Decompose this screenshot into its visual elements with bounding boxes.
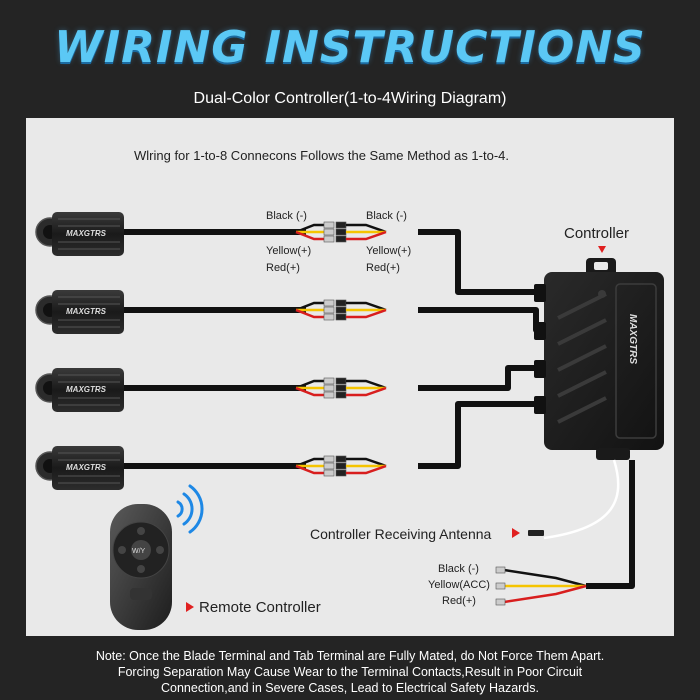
light-bar-1: MAXGTRS (35, 212, 124, 256)
light-bar-2: MAXGTRS (35, 290, 124, 334)
connector-group-3 (295, 377, 387, 399)
power-label-yellow: Yellow(ACC) (428, 579, 490, 591)
footer-note: Note: Once the Blade Terminal and Tab Te… (20, 648, 680, 696)
label-black-left: Black (-) (266, 210, 307, 222)
main-cables (118, 229, 546, 469)
remote-arrow (186, 602, 194, 612)
light-brand: MAXGTRS (66, 463, 107, 472)
wiring-diagram: Wlring for 1-to-8 Connecons Follows the … (35, 148, 664, 630)
cable-light-4-right (418, 401, 546, 469)
light-brand: MAXGTRS (66, 385, 107, 394)
controller-unit: MAXGTRS (534, 258, 664, 460)
light-brand: MAXGTRS (66, 229, 107, 238)
remote-label: Remote Controller (199, 599, 321, 616)
power-cable (586, 460, 635, 589)
remote-controller: W/Y (110, 504, 172, 630)
label-red-right: Red(+) (366, 262, 400, 274)
antenna-connector (528, 530, 544, 536)
remote-center-text: W/Y (132, 548, 146, 555)
page-title: WIRING INSTRUCTIONS (54, 22, 646, 73)
controller-arrow (598, 246, 606, 253)
power-label-red: Red(+) (442, 595, 476, 607)
controller-brand: MAXGTRS (627, 314, 638, 364)
label-red-left: Red(+) (266, 262, 300, 274)
label-yellow-left: Yellow(+) (266, 245, 311, 257)
connector-group-1 (295, 221, 387, 243)
connector-group-2 (295, 299, 387, 321)
antenna-label: Controller Receiving Antenna (310, 526, 492, 542)
antenna-wire (543, 459, 620, 540)
footer-note-line-2: Forcing Separation May Cause Wear to the… (117, 665, 583, 679)
cable-light-3-right (418, 365, 546, 391)
controller-label: Controller (564, 225, 629, 242)
cable-light-2-right (418, 307, 546, 333)
wiring-diagram-panel: Wlring for 1-to-8 Connecons Follows the … (26, 118, 674, 636)
footer-note-line-3: Connection,and in Severe Cases, Lead to … (161, 681, 539, 695)
label-yellow-right: Yellow(+) (366, 245, 411, 257)
page-subtitle: Dual-Color Controller(1-to-4Wiring Diagr… (193, 90, 507, 107)
power-wires (495, 566, 587, 606)
light-bar-4: MAXGTRS (35, 446, 124, 490)
footer-note-line-1: Note: Once the Blade Terminal and Tab Te… (95, 649, 605, 663)
power-label-black: Black (-) (438, 563, 479, 575)
light-bar-3: MAXGTRS (35, 368, 124, 412)
signal-waves-icon (176, 484, 204, 534)
cable-light-1-right (418, 229, 546, 295)
connector-group-4 (295, 455, 387, 477)
top-note: Wlring for 1-to-8 Connecons Follows the … (134, 148, 509, 163)
light-brand: MAXGTRS (66, 307, 107, 316)
label-black-right: Black (-) (366, 210, 407, 222)
antenna-arrow (512, 528, 520, 538)
